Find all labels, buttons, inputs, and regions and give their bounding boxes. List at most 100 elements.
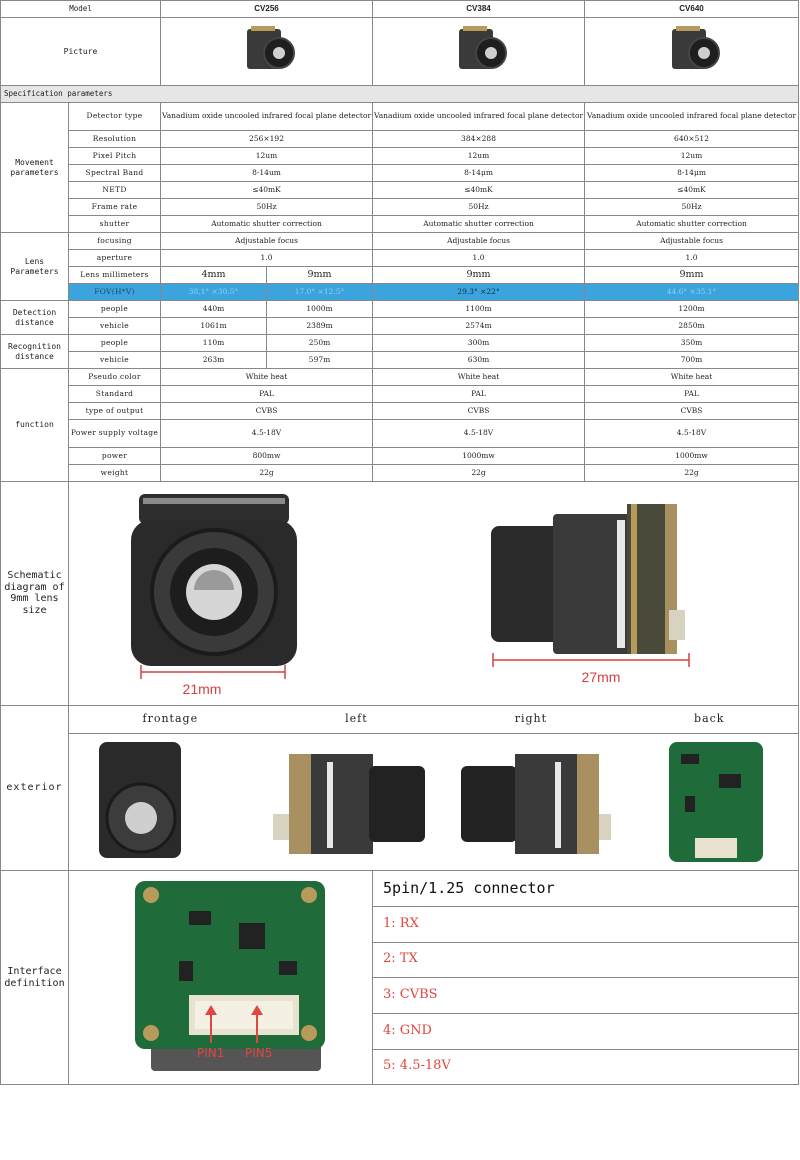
cell: 22g <box>584 464 800 482</box>
cell: 12um <box>584 147 800 165</box>
cell: 2850m <box>584 317 800 335</box>
pin-item: 2: TX <box>372 941 800 979</box>
cell: 384×288 <box>372 130 586 148</box>
row-label: Resolution <box>67 130 162 148</box>
cell: 8-14μm <box>584 164 800 182</box>
camera-image <box>241 25 295 75</box>
cell: ≤40mK <box>160 181 374 199</box>
cell: Automatic shutter correction <box>160 215 374 233</box>
cell: ≤40mK <box>372 181 586 199</box>
picture-cv256 <box>160 17 374 86</box>
group-interface: Interface definition <box>0 870 69 1086</box>
cell: 256×192 <box>160 130 374 148</box>
cell: 597m <box>266 351 374 369</box>
side-view-image <box>491 504 685 654</box>
cell: PAL <box>372 385 586 403</box>
cell: 630m <box>372 351 586 369</box>
exterior-photos <box>99 741 763 862</box>
side-dim-label: 27mm <box>582 669 621 685</box>
cell: 9mm <box>372 266 586 284</box>
view-left-label: left <box>345 711 368 725</box>
interface-image-cell: PIN1 PIN5 <box>67 870 374 1086</box>
schematic-area: 21mm 27mm <box>67 481 800 706</box>
cell: 4mm <box>160 266 268 284</box>
pin5-label: PIN5 <box>245 1046 272 1060</box>
model-row: Model CV256 CV384 CV640 <box>0 0 800 18</box>
group-recognition: Recognition distance <box>0 334 69 369</box>
cell: 1100m <box>372 300 586 318</box>
cell: 1.0 <box>372 249 586 267</box>
cell: 300m <box>372 334 586 352</box>
cell: Automatic shutter correction <box>372 215 586 233</box>
group-lens: Lens Parameters <box>0 232 69 301</box>
cell: Automatic shutter correction <box>584 215 800 233</box>
row-label: people <box>67 334 162 352</box>
spec-band: Specification parameters <box>0 85 800 103</box>
cell: Vanadium oxide uncooled infrared focal p… <box>584 102 800 131</box>
spec-band-label: Specification parameters <box>0 85 800 103</box>
row-label: focusing <box>67 232 162 250</box>
frontage-image <box>99 741 181 858</box>
cell: CVBS <box>584 402 800 420</box>
cell: 38.1° ×30.5° <box>160 283 268 301</box>
cell: Vanadium oxide uncooled infrared focal p… <box>372 102 586 131</box>
picture-cv640 <box>584 17 800 86</box>
view-frontage-label: frontage <box>142 711 199 725</box>
cell: ≤40mK <box>584 181 800 199</box>
schematic-diagram: 21mm 27mm <box>131 494 690 697</box>
cell: 1000m <box>266 300 374 318</box>
row-label: Detector type <box>67 102 162 131</box>
row-label: Frame rate <box>67 198 162 216</box>
cell: 2389m <box>266 317 374 335</box>
cell: White heat <box>160 368 374 386</box>
view-back-label: back <box>694 711 725 725</box>
row-label: people <box>67 300 162 318</box>
connector-title: 5pin/1.25 connector <box>372 870 800 907</box>
cell: White heat <box>372 368 586 386</box>
group-function: function <box>0 368 69 482</box>
cell: 17.0° ×12.5° <box>266 283 374 301</box>
cell: 700m <box>584 351 800 369</box>
cell: 250m <box>266 334 374 352</box>
row-label: aperture <box>67 249 162 267</box>
cell: 22g <box>372 464 586 482</box>
cell: 350m <box>584 334 800 352</box>
cell: PAL <box>160 385 374 403</box>
cell: 1000mw <box>372 447 586 465</box>
picture-label: Picture <box>0 17 162 86</box>
cell: 29.3° ×22° <box>372 283 586 301</box>
back-image <box>669 741 763 862</box>
front-dim-label: 21mm <box>183 681 222 697</box>
cell: 4.5-18V <box>160 419 374 448</box>
camera-image <box>666 25 720 75</box>
group-schematic: Schematic diagram of 9mm lens size <box>0 481 69 706</box>
front-view-image <box>131 494 297 666</box>
cell: Adjustable focus <box>584 232 800 250</box>
row-label: power <box>67 447 162 465</box>
picture-cv384 <box>372 17 586 86</box>
row-label: shutter <box>67 215 162 233</box>
model-cv256: CV256 <box>160 0 374 18</box>
cell: CVBS <box>160 402 374 420</box>
row-label: Lens millimeters <box>67 266 162 284</box>
exterior-images <box>67 732 800 872</box>
pin-item: 5: 4.5-18V <box>372 1048 800 1086</box>
cell: 50Hz <box>584 198 800 216</box>
pcb-image: PIN1 PIN5 <box>135 881 325 1072</box>
pin-item: 4: GND <box>372 1012 800 1050</box>
cell: PAL <box>584 385 800 403</box>
row-label: type of output <box>67 402 162 420</box>
cell: White heat <box>584 368 800 386</box>
cell: 1.0 <box>584 249 800 267</box>
cell: Adjustable focus <box>372 232 586 250</box>
cell: 110m <box>160 334 268 352</box>
cell: 50Hz <box>160 198 374 216</box>
cell: Adjustable focus <box>160 232 374 250</box>
cell: 44.6° ×35.1° <box>584 283 800 301</box>
cell: 9mm <box>266 266 374 284</box>
cell: 4.5-18V <box>584 419 800 448</box>
group-exterior: exterior <box>0 704 69 872</box>
cell: Vanadium oxide uncooled infrared focal p… <box>160 102 374 131</box>
row-label: vehicle <box>67 317 162 335</box>
row-label: NETD <box>67 181 162 199</box>
